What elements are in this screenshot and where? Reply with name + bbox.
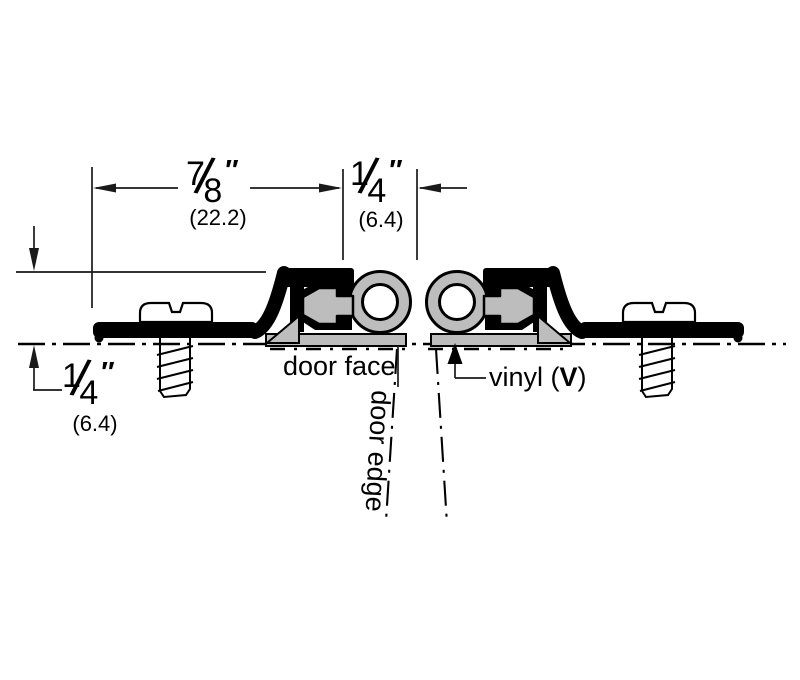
vinyl-base-strip	[430, 333, 572, 347]
dim-denominator: 4	[79, 374, 99, 412]
vinyl-label-code: V	[559, 362, 578, 392]
vinyl-leader-arrowhead	[447, 343, 463, 364]
extrusion-left	[93, 266, 412, 347]
dim-7-8-fraction: 7/8″	[186, 147, 239, 210]
arrowhead-left-78	[93, 183, 116, 193]
flange-tip-lip	[94, 333, 104, 343]
top-bar	[483, 268, 559, 287]
screw-threads	[156, 345, 194, 392]
dim-numerator: 1	[350, 155, 369, 193]
arrowhead-left-14	[418, 183, 441, 193]
flange-tip-lip	[733, 333, 743, 343]
door-edge-line-right	[434, 348, 449, 525]
dim-numerator: 7	[186, 155, 205, 193]
vinyl-arrow-barb	[482, 286, 536, 326]
inch-mark: ″	[225, 154, 238, 185]
mounting-flange	[579, 322, 744, 338]
vinyl-wedge	[537, 313, 573, 344]
vinyl-bulb-inner	[438, 283, 476, 321]
vinyl-label: vinyl (V)	[489, 364, 587, 391]
arrowhead-right-78	[319, 183, 342, 193]
vinyl-arrow-barb	[301, 286, 355, 326]
arrowhead-down	[29, 248, 39, 271]
dimension-arrowheads	[29, 183, 441, 368]
screw-left	[138, 301, 214, 399]
dim-1-4-top-metric: (6.4)	[358, 207, 404, 232]
screw-threads	[638, 345, 676, 392]
dim-denominator: 8	[203, 172, 223, 210]
screw-head	[138, 301, 214, 324]
dim-denominator: 4	[367, 172, 387, 210]
dim-1-4-left-fraction: 1/4″	[62, 349, 115, 412]
top-bar	[278, 268, 354, 287]
screw-head	[621, 301, 697, 324]
door-edge-lines	[384, 348, 449, 525]
vinyl-bulb-inner	[361, 283, 399, 321]
vinyl-base-strip	[265, 333, 407, 347]
extrusion-right	[425, 266, 744, 347]
screw-right	[621, 301, 697, 399]
mounting-flange	[93, 322, 258, 338]
arrowhead-up	[29, 345, 39, 368]
inch-mark: ″	[389, 154, 402, 185]
dim-1-4-left-metric: (6.4)	[72, 411, 118, 436]
door-face-label: door face	[283, 351, 396, 381]
inch-mark: ″	[101, 356, 114, 387]
vinyl-wedge	[264, 313, 300, 344]
dim-1-4-top-fraction: 1/4″	[350, 147, 403, 210]
door-edge-line-left	[384, 348, 399, 522]
door-edge-label: door edge	[359, 389, 396, 513]
vinyl-label-suffix: )	[577, 362, 587, 392]
dim-7-8-metric: (22.2)	[189, 205, 247, 230]
dim-numerator: 1	[62, 357, 81, 395]
vinyl-label-prefix: vinyl (	[489, 362, 560, 392]
